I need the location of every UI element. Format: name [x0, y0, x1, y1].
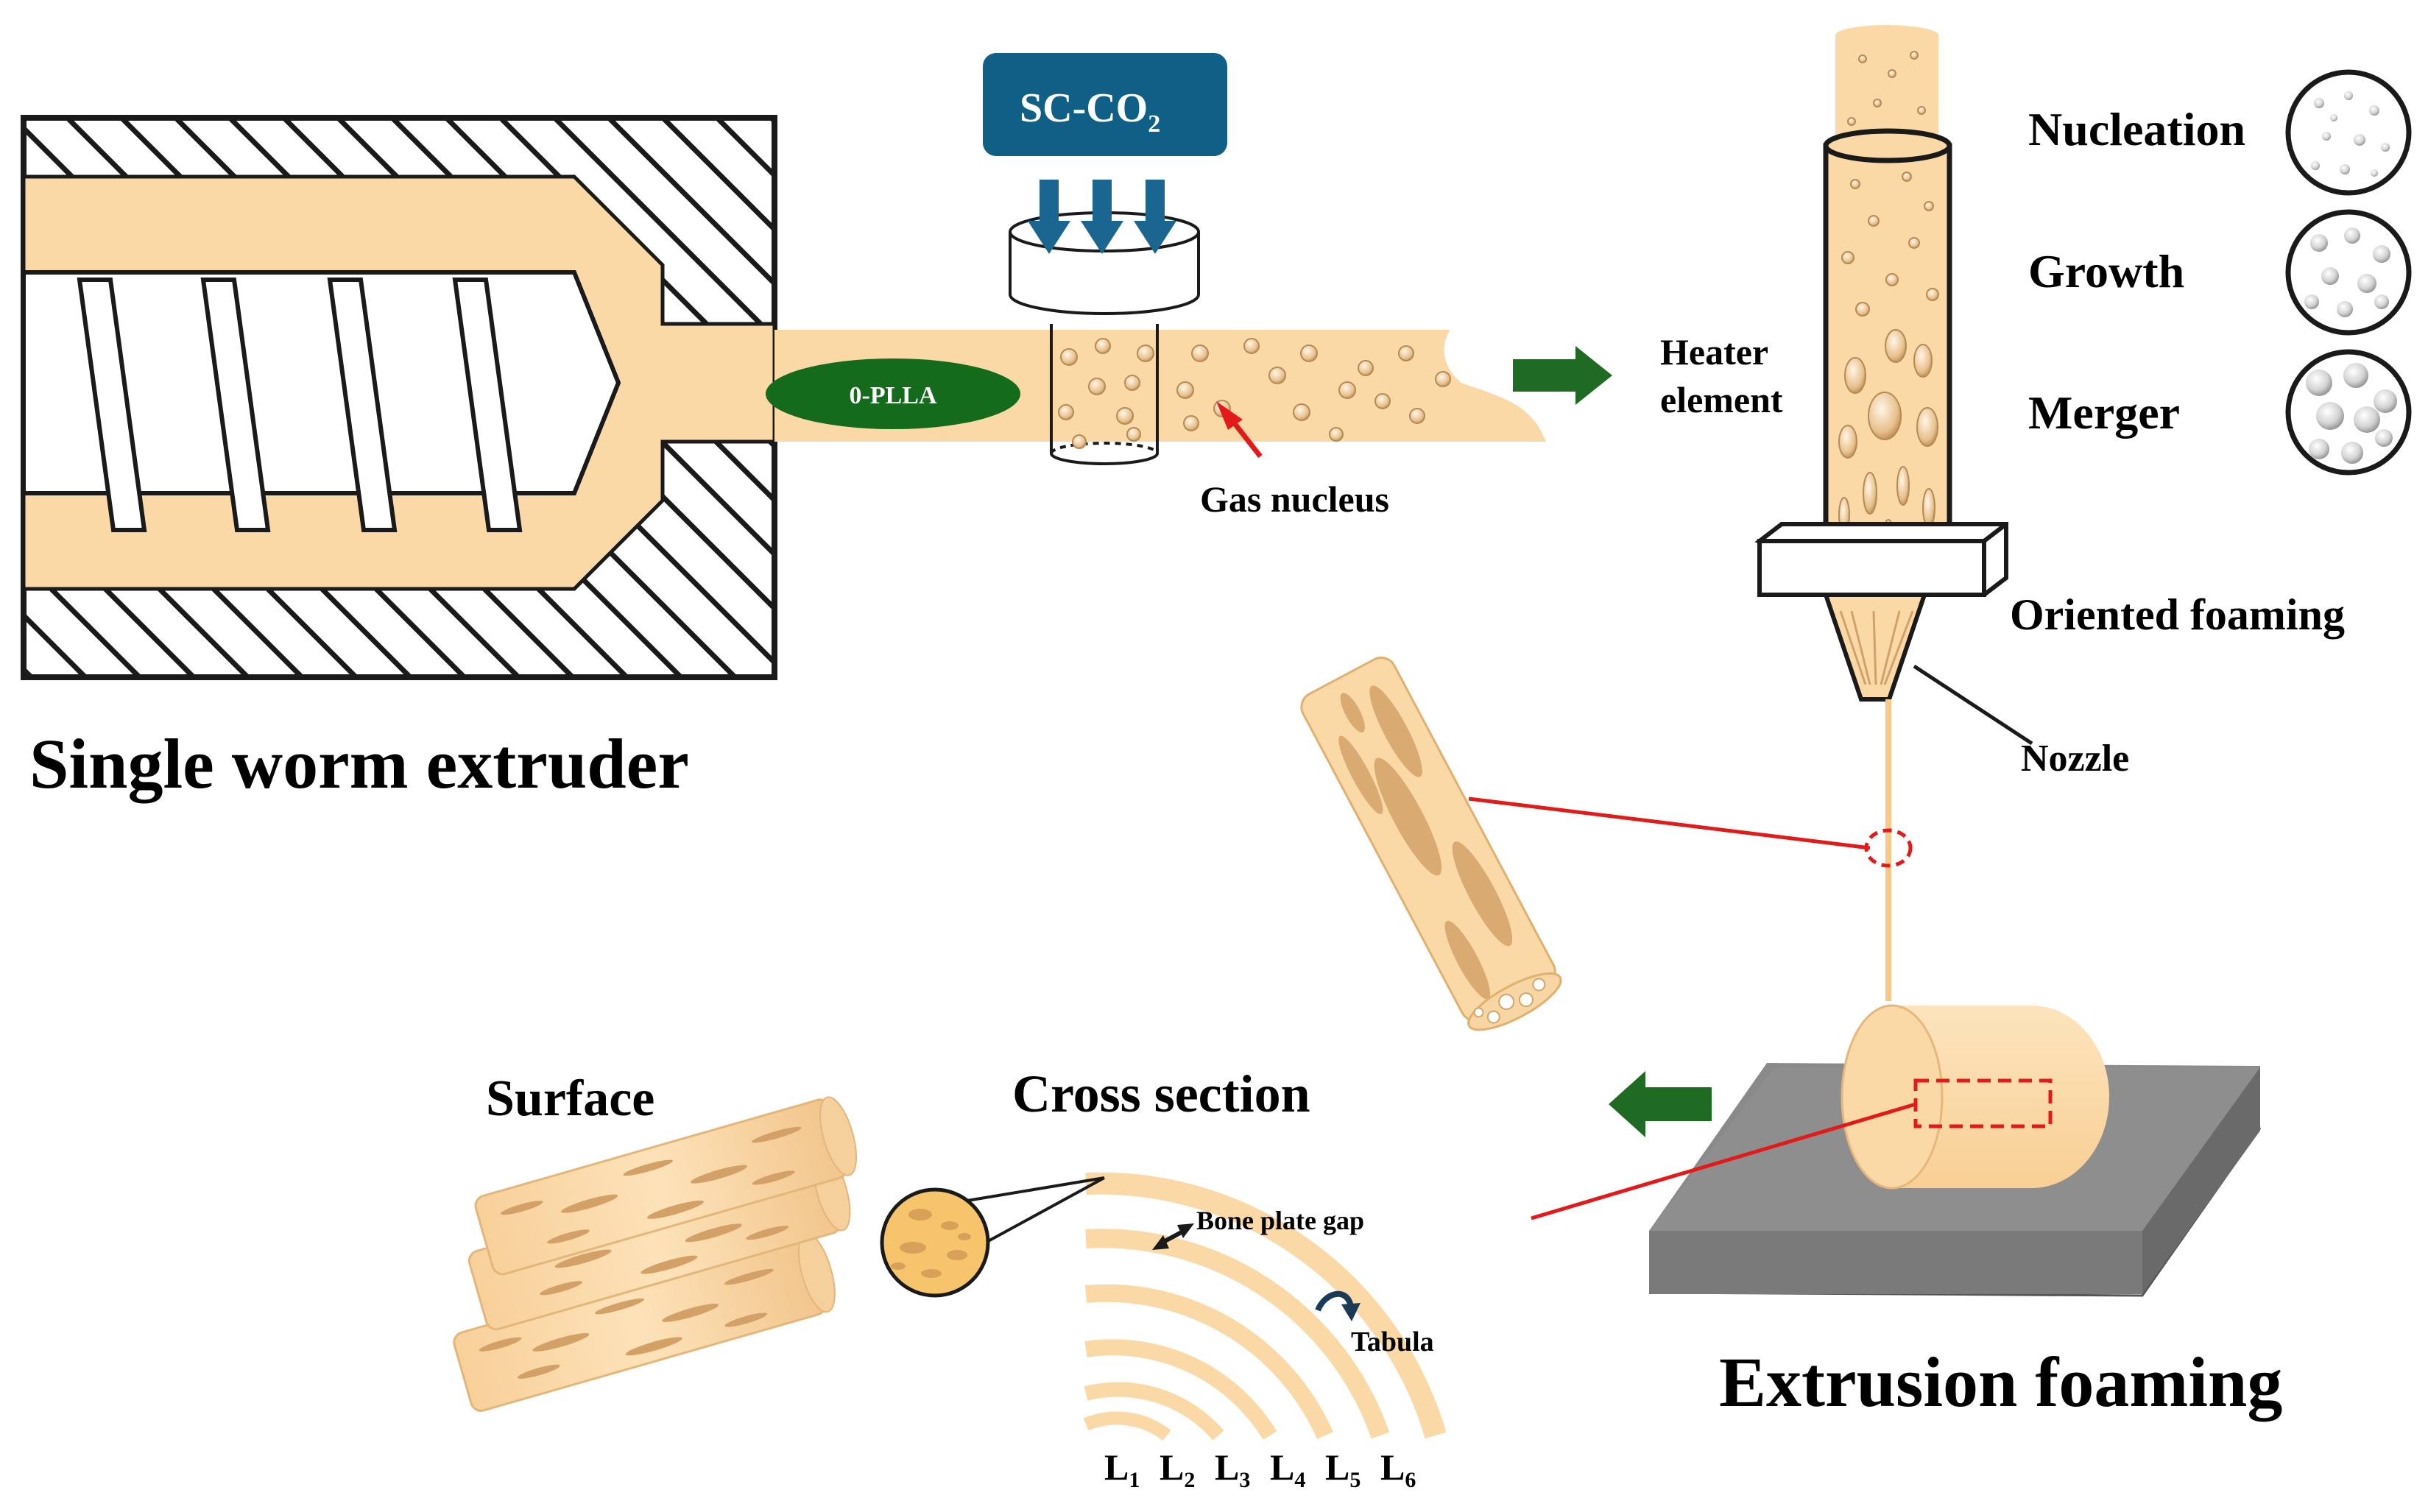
cross-section-title: Cross section	[1012, 1064, 1310, 1123]
layer-label-2: L	[1160, 1446, 1184, 1488]
flow-arrow-left	[1609, 1071, 1712, 1137]
layer-label-6: L	[1380, 1446, 1405, 1488]
svg-text:SC-CO2: SC-CO2	[1020, 85, 1160, 138]
extruder-title: Single worm extruder	[29, 724, 689, 803]
co2-arrows	[1028, 180, 1176, 254]
stage-merger-label: Merger	[2028, 386, 2180, 439]
cross-section-zoom	[880, 1176, 1105, 1298]
stage-growth-label: Growth	[2028, 245, 2184, 297]
sc-co2-label: SC-CO	[1020, 85, 1148, 131]
tabula-arrow	[1315, 1290, 1354, 1312]
svg-text:L1: L1	[1104, 1446, 1140, 1492]
tabula-label: Tabula	[1351, 1326, 1434, 1357]
layer-label-3: L	[1215, 1446, 1239, 1488]
plla-material: 0-PLLA	[766, 358, 1020, 429]
layer-label-5: L	[1325, 1446, 1349, 1488]
oriented-foaming-label: Oriented foaming	[2010, 590, 2345, 639]
svg-text:L2: L2	[1160, 1446, 1195, 1492]
svg-text:L5: L5	[1325, 1446, 1361, 1492]
flow-arrow-right	[1513, 346, 1612, 405]
surface-rods	[453, 1096, 858, 1412]
layer-label-4: L	[1270, 1446, 1294, 1488]
gas-nuclei	[1058, 338, 1451, 449]
gas-nucleus-label: Gas nucleus	[1200, 478, 1389, 520]
nozzle-leader	[1913, 664, 2033, 746]
magnified-sample	[1300, 656, 1562, 1031]
heater-label-line1: Heater	[1660, 331, 1768, 372]
sample-leader	[1468, 796, 1871, 850]
surface-title: Surface	[486, 1070, 654, 1127]
plla-label: 0-PLLA	[850, 382, 937, 409]
heater-label-line2: element	[1660, 379, 1783, 420]
layer-label-1: L	[1104, 1446, 1129, 1488]
extrusion-foaming-title: Extrusion foaming	[1719, 1343, 2282, 1421]
sc-co2-source: SC-CO2	[983, 53, 1227, 156]
screw-flights	[77, 278, 523, 532]
collector	[1648, 1004, 2262, 1297]
foaming-column	[1754, 25, 2008, 1001]
svg-text:L4: L4	[1270, 1446, 1305, 1492]
layer-labels: L1 L2 L3 L4 L5 L6	[1104, 1446, 1416, 1492]
foaming-stages: Nucleation Growth Merger	[2028, 69, 2412, 476]
single-worm-extruder	[21, 115, 777, 680]
svg-text:L6: L6	[1380, 1446, 1416, 1492]
cross-section-rings	[1083, 1172, 1447, 1441]
drum-leader	[1531, 1102, 1916, 1220]
sample-marker	[1864, 828, 1913, 868]
stage-nucleation-label: Nucleation	[2028, 103, 2245, 155]
sc-co2-subscript: 2	[1148, 110, 1160, 138]
svg-text:L3: L3	[1215, 1446, 1250, 1492]
bone-plate-gap-label: Bone plate gap	[1196, 1206, 1364, 1235]
nozzle-label: Nozzle	[2021, 738, 2129, 780]
